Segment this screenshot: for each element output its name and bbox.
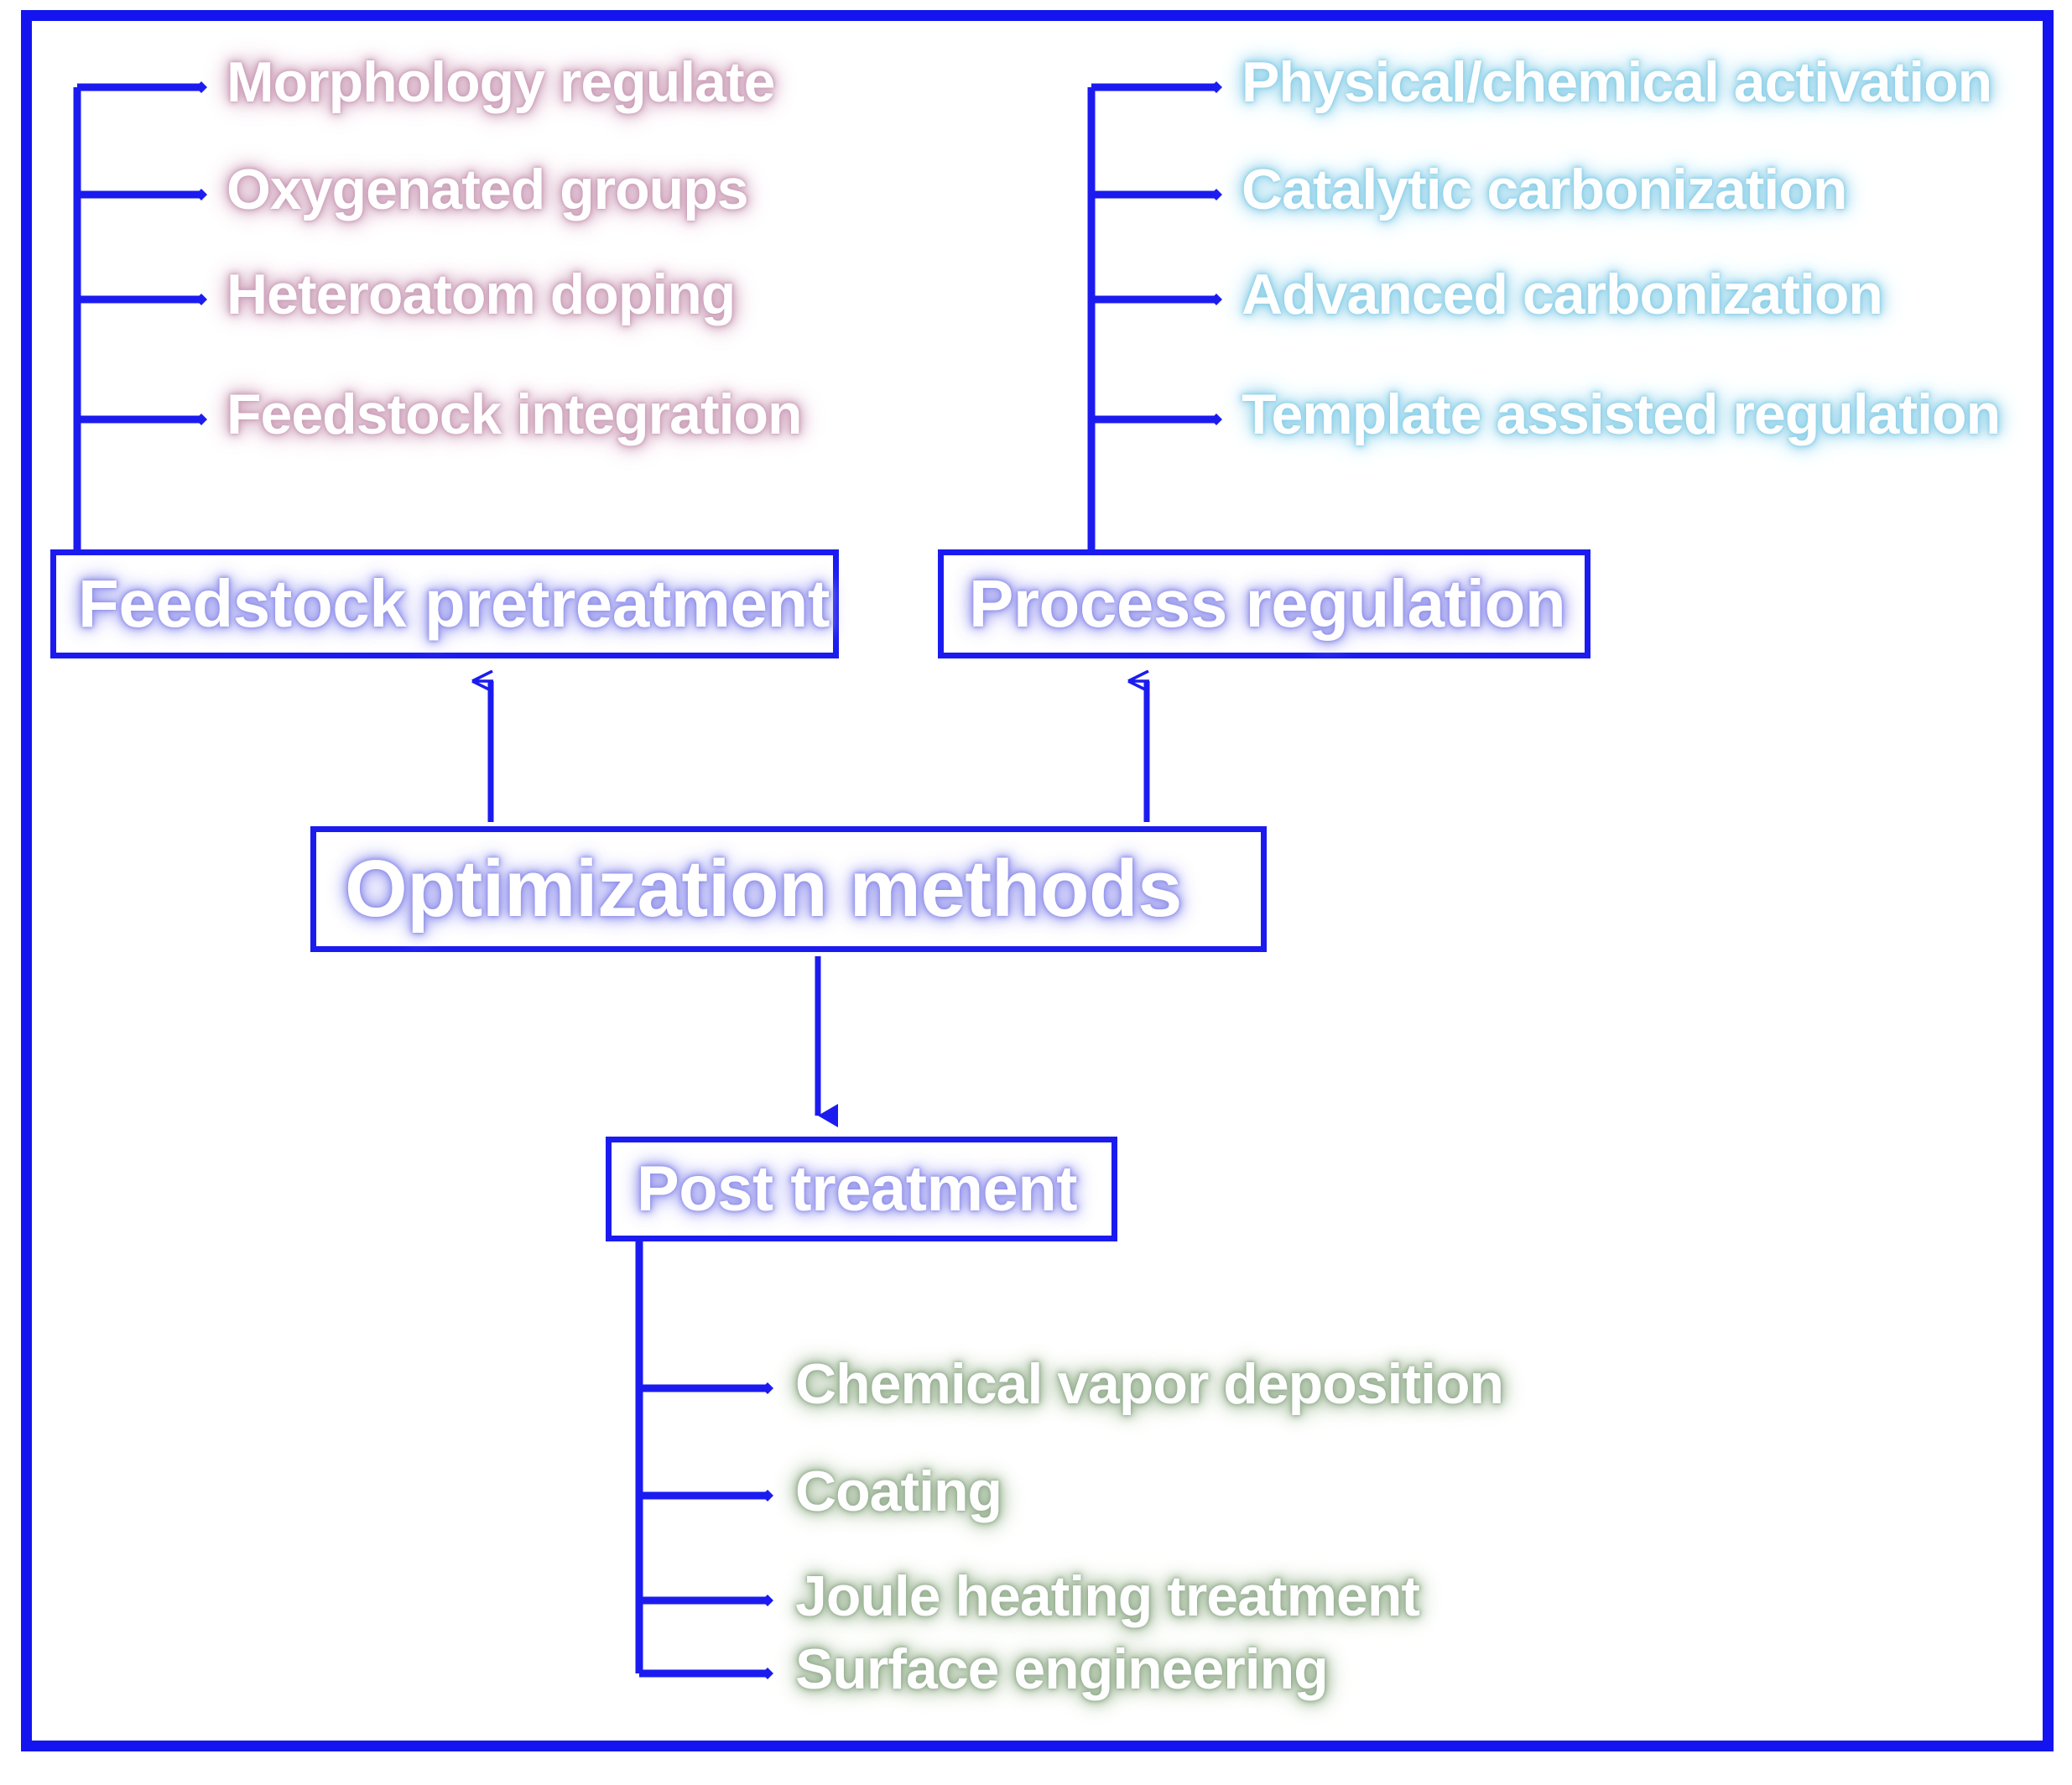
node-optimization-methods[interactable]: Optimization methods bbox=[310, 826, 1267, 952]
node-post-treatment[interactable]: Post treatment bbox=[606, 1137, 1117, 1241]
diagram-outer-frame bbox=[21, 10, 2054, 1751]
node-feedstock-pretreatment[interactable]: Feedstock pretreatment bbox=[50, 549, 839, 658]
node-post-treatment-label: Post treatment bbox=[637, 1153, 1078, 1225]
leaf-morphology-regulate: Morphology regulate bbox=[226, 50, 775, 114]
node-feedstock-pretreatment-label: Feedstock pretreatment bbox=[78, 566, 830, 641]
leaf-coating: Coating bbox=[795, 1460, 1002, 1523]
leaf-physical-chemical-activation: Physical/chemical activation bbox=[1242, 50, 1992, 114]
leaf-advanced-carbonization: Advanced carbonization bbox=[1242, 263, 1883, 326]
node-optimization-methods-label: Optimization methods bbox=[345, 844, 1183, 934]
leaf-joule-heating-treatment: Joule heating treatment bbox=[795, 1564, 1420, 1628]
leaf-heteroatom-doping: Heteroatom doping bbox=[226, 263, 736, 326]
leaf-surface-engineering: Surface engineering bbox=[795, 1637, 1329, 1701]
leaf-chemical-vapor-deposition: Chemical vapor deposition bbox=[795, 1352, 1504, 1416]
leaf-template-assisted-regulation: Template assisted regulation bbox=[1242, 382, 2001, 446]
leaf-feedstock-integration: Feedstock integration bbox=[226, 382, 803, 446]
leaf-oxygenated-groups: Oxygenated groups bbox=[226, 158, 749, 221]
node-process-regulation-label: Process regulation bbox=[969, 566, 1566, 641]
leaf-catalytic-carbonization: Catalytic carbonization bbox=[1242, 158, 1847, 221]
node-process-regulation[interactable]: Process regulation bbox=[938, 549, 1590, 658]
